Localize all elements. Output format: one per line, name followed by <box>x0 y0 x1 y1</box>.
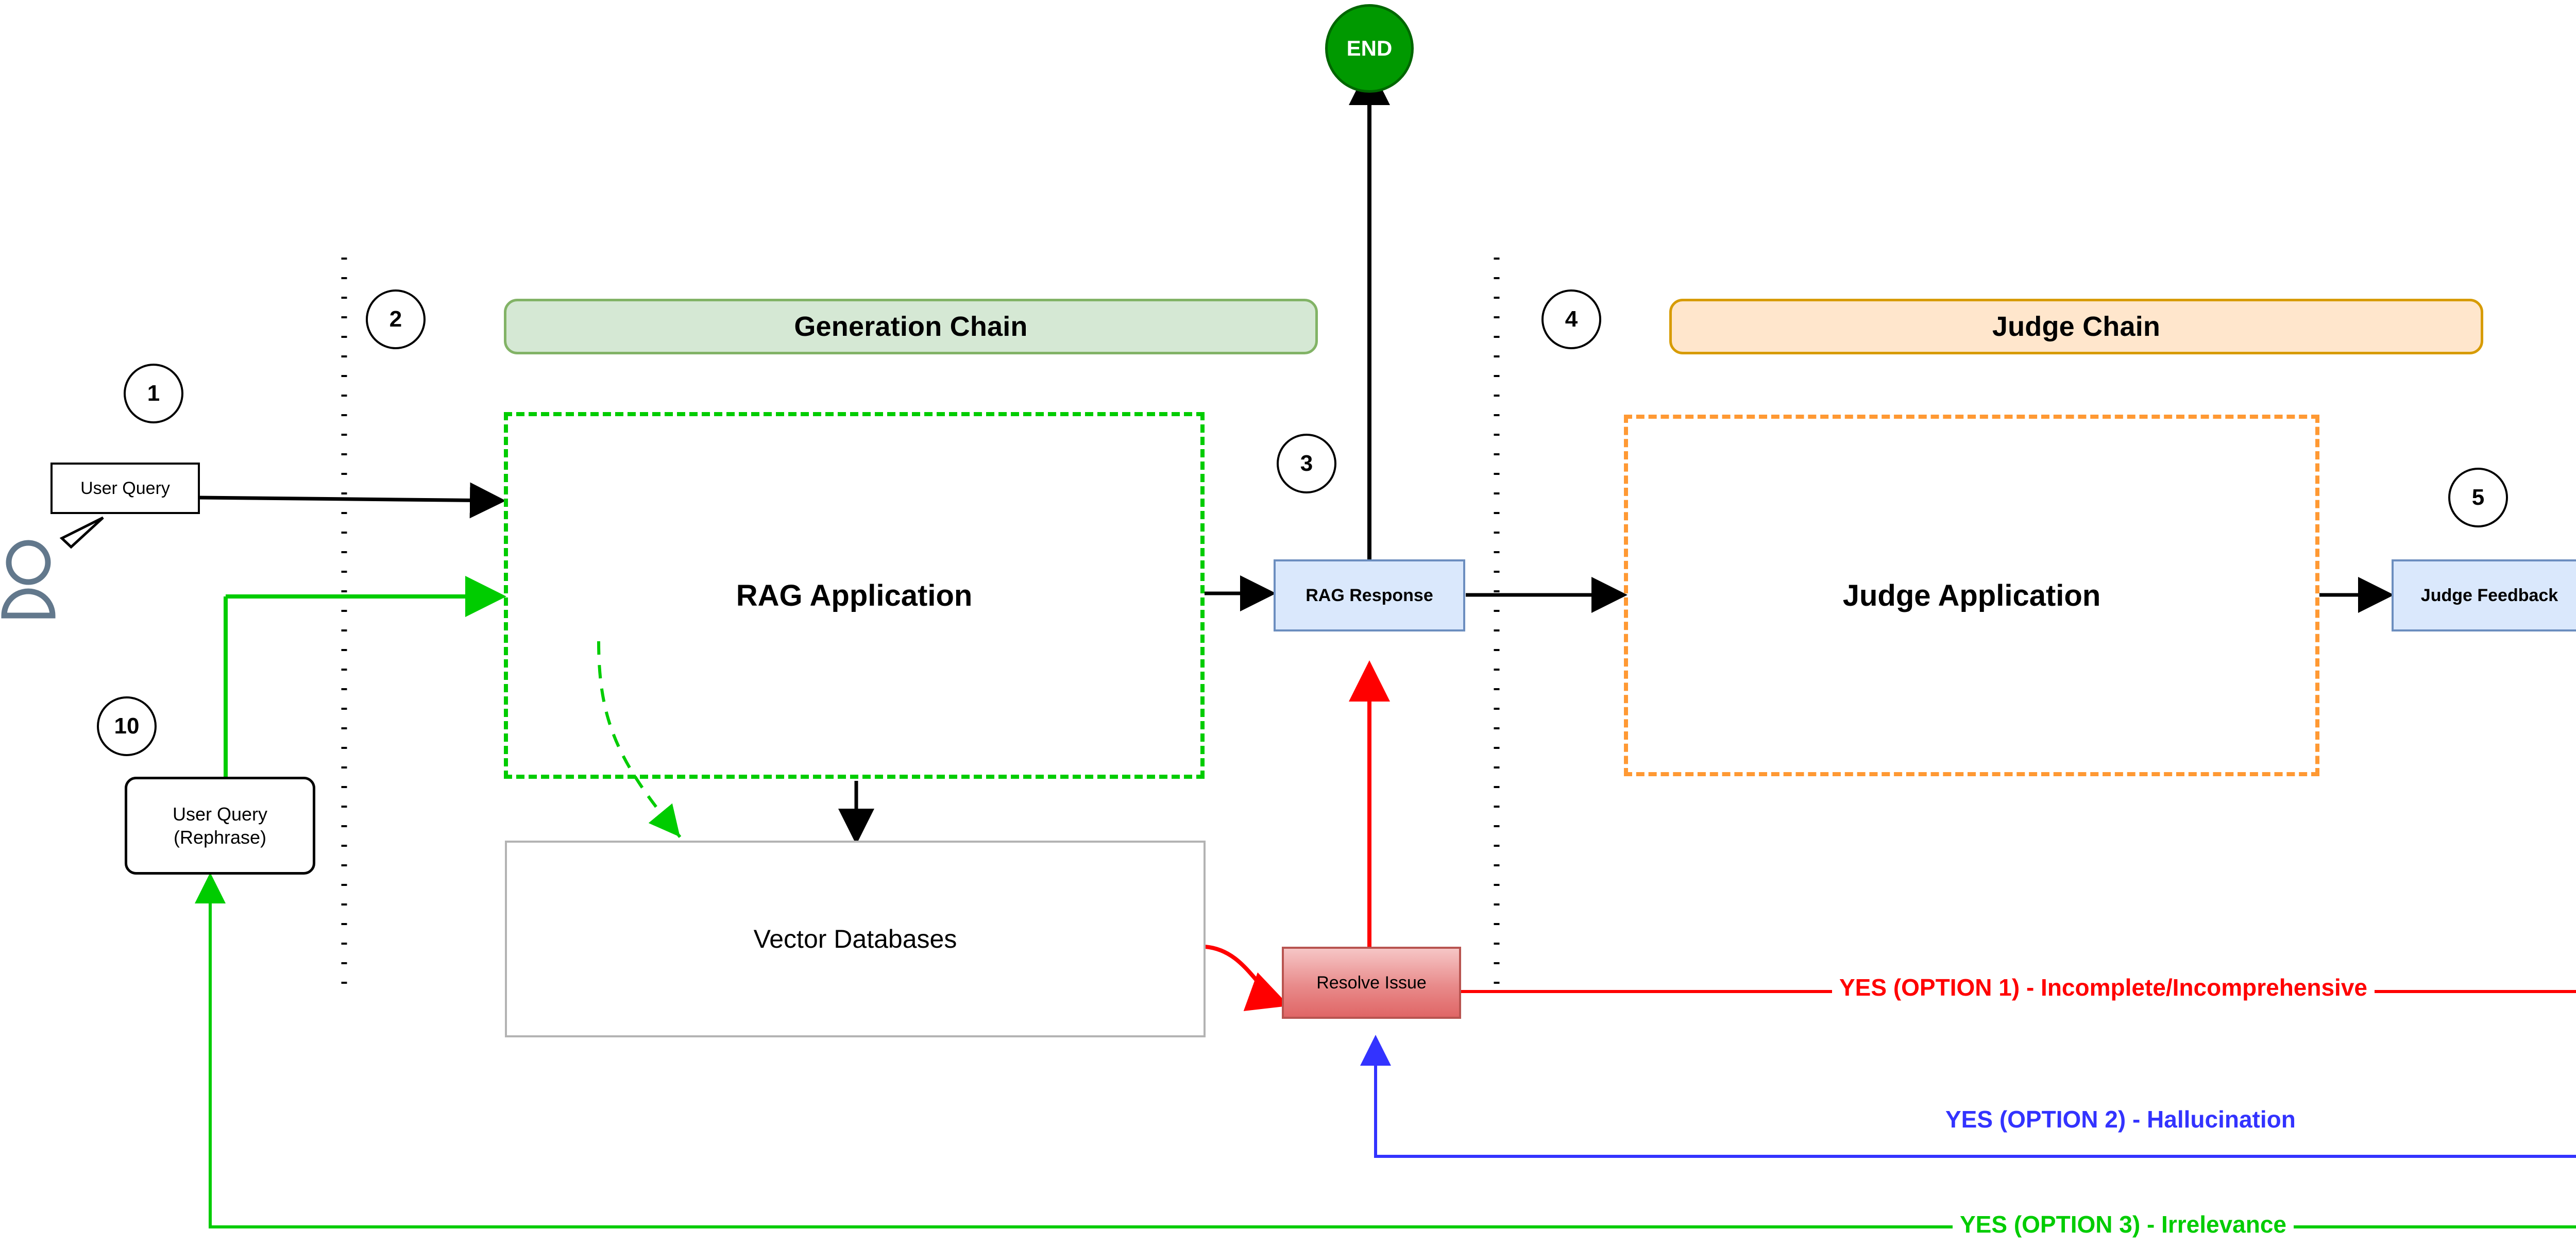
vector-databases-label: Vector Databases <box>753 925 957 953</box>
rag-response-box: RAG Response <box>1274 559 1465 631</box>
lane-header-judge-chain: Judge Chain <box>1669 299 2483 354</box>
edge-userquery-to-rag <box>197 482 506 519</box>
edge-label-option2: YES (OPTION 2) - Hallucination <box>1938 1106 2303 1133</box>
rag-response-label: RAG Response <box>1306 585 1433 605</box>
lane-header-generation-chain-label: Generation Chain <box>794 311 1028 342</box>
group-judge-application: Judge Application <box>1624 415 2319 776</box>
step-marker-1-label: 1 <box>147 381 160 406</box>
step-marker-2: 2 <box>366 289 426 349</box>
group-rag-application: RAG Application <box>504 412 1205 779</box>
step-marker-4-label: 4 <box>1565 306 1578 332</box>
judge-application-label: Judge Application <box>1842 578 2101 612</box>
edge-vectordb-to-resolveissue <box>1205 945 1290 1011</box>
step-marker-5: 5 <box>2448 468 2508 527</box>
resolve-issue-label: Resolve Issue <box>1316 972 1427 993</box>
resolve-issue-box: Resolve Issue <box>1282 947 1461 1019</box>
step-marker-10: 10 <box>97 696 157 756</box>
user-query-rephrase-box: User Query (Rephrase) <box>125 777 315 875</box>
user-query-rephrase-line1: User Query <box>172 804 268 825</box>
step-marker-3-label: 3 <box>1300 451 1313 476</box>
edge-label-option3: YES (OPTION 3) - Irrelevance <box>1953 1211 2294 1238</box>
step-marker-5-label: 5 <box>2471 485 2485 510</box>
step-marker-10-label: 10 <box>114 713 140 739</box>
edge-rag-internal-to-vectordb <box>597 641 682 838</box>
step-marker-2-label: 2 <box>389 306 402 332</box>
judge-feedback-box: Judge Feedback <box>2392 559 2576 631</box>
step-marker-1: 1 <box>124 364 183 423</box>
lane-header-generation-chain: Generation Chain <box>504 299 1318 354</box>
user-query-bubble: User Query <box>50 463 200 514</box>
rag-application-label: RAG Application <box>736 578 973 612</box>
user-query-rephrase-line2: (Rephrase) <box>173 827 267 848</box>
lane-header-judge-chain-label: Judge Chain <box>1992 311 2161 342</box>
end-node-left: END <box>1325 4 1414 93</box>
judge-feedback-label: Judge Feedback <box>2420 585 2558 605</box>
edge-option2-blue <box>1360 1035 2576 1158</box>
speech-bubble-tail <box>59 516 104 549</box>
edge-label-option1: YES (OPTION 1) - Incomplete/Incomprehens… <box>1832 975 2375 1001</box>
step-marker-4: 4 <box>1541 289 1601 349</box>
user-query-bubble-label: User Query <box>80 478 170 498</box>
edge-option3-green <box>195 873 2576 1228</box>
vector-databases-box: Vector Databases <box>505 841 1206 1037</box>
step-marker-3: 3 <box>1277 434 1336 493</box>
person-icon <box>1 540 56 619</box>
end-node-left-label: END <box>1346 36 1393 60</box>
